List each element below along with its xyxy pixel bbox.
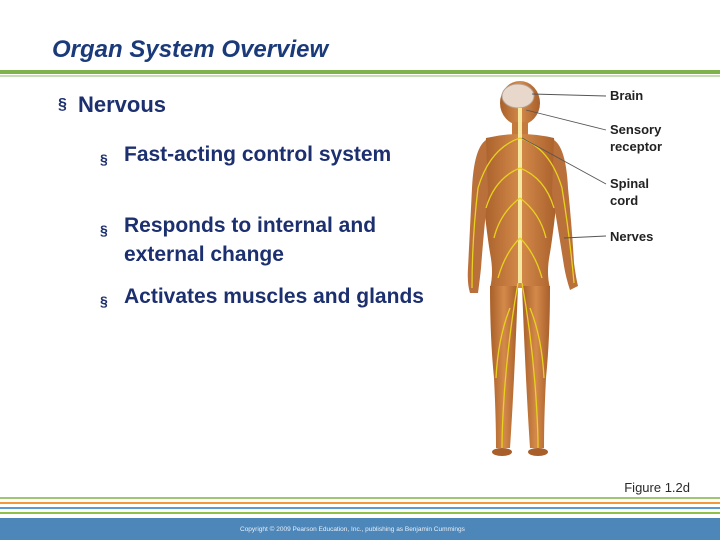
bullet-text: Activates muscles and glands [124,285,424,308]
label-nerves: Nerves [610,229,654,244]
sub-bullet-responds: § Responds to internal and external chan… [100,211,430,269]
bullet-square-icon: § [100,293,108,309]
footer-bar: Copyright © 2009 Pearson Education, Inc.… [0,518,720,540]
stripe-green-2 [0,512,720,514]
bullet-text: Fast-acting control system [124,143,392,166]
bullet-text: Nervous [78,92,167,117]
bullet-square-icon: § [58,96,67,113]
stripe-green [0,497,720,499]
bullet-nervous: § Nervous [58,92,166,118]
figure-caption: Figure 1.2d [624,480,690,495]
human-body-illustration [467,81,607,456]
title-underline-bar [0,70,720,74]
title-underline [0,70,720,78]
stripe-blue [0,507,720,509]
bullet-square-icon: § [100,222,108,238]
nervous-system-figure: Brain Sensory receptor Spinal cord Nerve… [450,78,710,468]
bullet-text: Responds to internal and external change [124,214,377,266]
title-underline-bar-light [0,75,720,77]
label-sensory-receptor: Sensory receptor [610,122,663,154]
bullet-square-icon: § [100,151,108,167]
footer-stripes [0,497,720,517]
label-brain: Brain [610,88,644,103]
sub-bullet-activates: § Activates muscles and glands [100,282,430,316]
copyright-text: Copyright © 2009 Pearson Education, Inc.… [240,526,465,533]
label-spinal-cord: Spinal cord [610,176,650,208]
stripe-orange [0,502,720,504]
slide-title: Organ System Overview [52,36,329,63]
sub-bullet-fast-acting: § Fast-acting control system [100,140,430,174]
